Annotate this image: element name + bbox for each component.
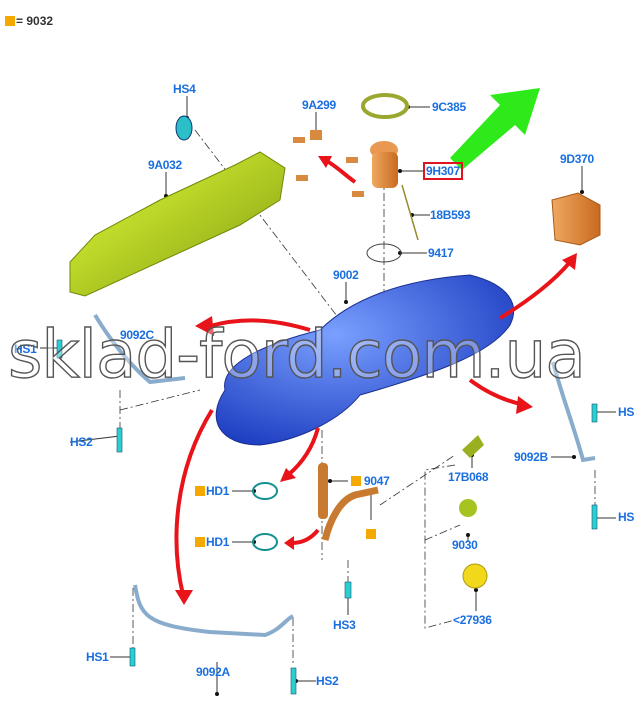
marker-hd1-bottom xyxy=(195,537,205,547)
label-hd1-top[interactable]: HD1 xyxy=(206,484,230,498)
label-9092c[interactable]: 9092C xyxy=(120,328,154,342)
label-9a299[interactable]: 9A299 xyxy=(302,98,336,112)
label-9092b[interactable]: 9092B xyxy=(514,450,548,464)
label-9h307-highlighted[interactable]: 9H307 xyxy=(423,162,463,180)
marker-9047 xyxy=(351,476,361,486)
label-9092a[interactable]: 9092A xyxy=(196,665,230,679)
label-18b593[interactable]: 18B593 xyxy=(430,208,471,222)
label-hs3[interactable]: HS3 xyxy=(333,618,356,632)
label-27936[interactable]: <27936 xyxy=(453,613,492,627)
label-9002[interactable]: 9002 xyxy=(333,268,359,282)
label-9d370[interactable]: 9D370 xyxy=(560,152,594,166)
label-9417[interactable]: 9417 xyxy=(428,246,454,260)
label-17b068[interactable]: 17B068 xyxy=(448,470,489,484)
label-hs2-bottom[interactable]: HS2 xyxy=(316,674,339,688)
label-9047[interactable]: 9047 xyxy=(364,474,390,488)
marker-filler-pipe xyxy=(366,529,376,539)
label-hs1-top[interactable]: HS1 xyxy=(14,342,37,356)
watermark: sklad-ford.com.ua xyxy=(7,315,586,393)
label-hs4[interactable]: HS4 xyxy=(173,82,196,96)
label-hs-right-bottom[interactable]: HS xyxy=(618,510,635,524)
label-9030[interactable]: 9030 xyxy=(452,538,478,552)
label-hs2-left[interactable]: HS2 xyxy=(70,435,93,449)
label-hd1-bottom[interactable]: HD1 xyxy=(206,535,230,549)
label-9c385[interactable]: 9C385 xyxy=(432,100,466,114)
highlight-arrow xyxy=(450,88,540,170)
marker-hd1-top xyxy=(195,486,205,496)
legend-swatch xyxy=(5,16,15,26)
heat-shield-9a032 xyxy=(69,151,286,297)
label-hs-right-top[interactable]: HS xyxy=(618,405,635,419)
label-9a032[interactable]: 9A032 xyxy=(148,158,182,172)
label-hs1-bottom[interactable]: HS1 xyxy=(86,650,109,664)
legend-text: = 9032 xyxy=(16,14,54,28)
fuel-tank-9002 xyxy=(215,274,515,446)
